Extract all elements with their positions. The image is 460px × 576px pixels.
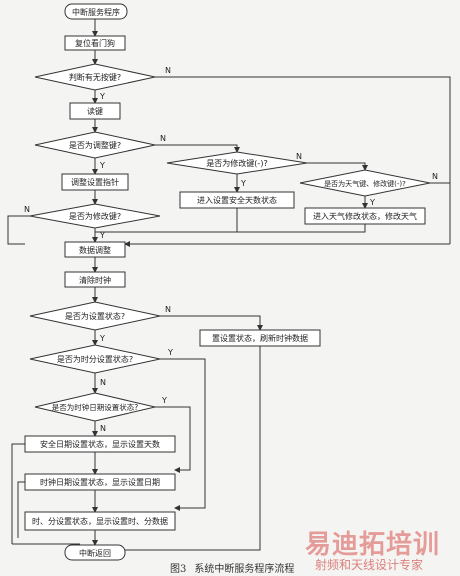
adjust-pointer-label: 调整设置指针 xyxy=(71,177,119,187)
clear-clock-label: 清除时钟 xyxy=(79,275,111,285)
no-label: N xyxy=(100,424,106,433)
hm-label: 时、分设置状态，显示设置时、分数据 xyxy=(32,516,168,526)
watermark-tagline: 射频和天线设计专家 xyxy=(315,558,424,572)
adjust-key-decision xyxy=(34,131,156,159)
weather-modify-node xyxy=(304,207,426,225)
no-label: N xyxy=(100,378,106,387)
clock-date-node xyxy=(24,473,176,491)
adjust-pointer-node xyxy=(61,173,129,191)
watermark-logo: 易迪拓培训 xyxy=(305,530,441,560)
read-key-node xyxy=(69,102,121,120)
yes-label: Y xyxy=(369,198,375,207)
yes-label: Y xyxy=(99,92,105,101)
read-key-label: 读键 xyxy=(87,106,103,116)
figure-title: 系统中断服务程序流程 xyxy=(194,564,295,575)
yes-label: Y xyxy=(240,179,246,188)
figure-number: 图3 xyxy=(170,564,187,575)
clock-date-label: 是否为时钟日期设置状态? xyxy=(52,402,138,412)
safe-date-label: 安全日期设置状态，显示设置天数 xyxy=(40,439,160,449)
safe-days-node xyxy=(179,191,295,209)
modify-minus-label: 是否为修改键(-)? xyxy=(206,158,267,168)
end-label: 中断返回 xyxy=(79,548,111,558)
yes-label: Y xyxy=(99,231,105,240)
refresh-clock-label: 置设置状态，刷新时钟数据 xyxy=(212,333,308,343)
branch-labels: Y N Y N Y N Y N Y N Y N N Y N Y xyxy=(24,66,438,433)
no-label: N xyxy=(296,152,302,161)
modify-minus-decision xyxy=(166,151,308,175)
yes-label: Y xyxy=(99,334,105,343)
key-check-label: 判断有无按键? xyxy=(69,72,121,82)
safe-days-label: 进入设置安全天数状态 xyxy=(197,195,277,205)
figure-caption: 图3 系统中断服务程序流程 xyxy=(170,560,294,575)
no-label: N xyxy=(24,205,30,214)
hm-node xyxy=(24,511,176,531)
clock-date-decision xyxy=(34,392,156,422)
modify-key-decision xyxy=(29,203,161,229)
end-node xyxy=(64,544,126,561)
data-adjust-label: 数据调整 xyxy=(79,245,111,255)
no-label: N xyxy=(165,305,171,314)
weather-key-decision xyxy=(299,169,431,197)
weather-modify-label: 进入天气修改状态，修改天气 xyxy=(313,211,417,221)
set-state-decision xyxy=(29,301,161,331)
hm-state-label: 是否为时分设置状态? xyxy=(57,354,133,364)
refresh-clock-node xyxy=(199,329,321,347)
key-check-decision xyxy=(34,63,156,91)
connectors xyxy=(7,19,451,551)
modify-key-label: 是否为修改键? xyxy=(69,211,121,221)
hm-state-decision xyxy=(29,344,161,374)
yes-label: Y xyxy=(99,161,105,170)
adjust-key-label: 是否为调整键? xyxy=(69,140,121,150)
flow-nodes: 中断服务程序 复位看门狗 判断有无按键? 读键 是否为调整键? 是否为修改键(-… xyxy=(24,3,431,561)
no-label: N xyxy=(165,66,171,75)
yes-label: Y xyxy=(167,348,173,357)
clear-clock-node xyxy=(64,271,126,288)
safe-date-node xyxy=(24,435,176,453)
no-label: N xyxy=(432,172,438,181)
set-state-label: 是否为设置状态? xyxy=(65,311,125,321)
clock-date-label-box: 时钟日期设置状态，显示设置日期 xyxy=(40,477,160,487)
start-label: 中断服务程序 xyxy=(72,7,120,17)
reset-watchdog-label: 复位看门狗 xyxy=(75,38,115,48)
data-adjust-node xyxy=(64,241,126,258)
yes-label: Y xyxy=(161,396,167,405)
reset-watchdog-node xyxy=(64,35,126,51)
start-node xyxy=(64,3,128,20)
weather-key-label: 是否为天气键、修改键(-)? xyxy=(324,179,406,188)
no-label: N xyxy=(160,134,166,143)
